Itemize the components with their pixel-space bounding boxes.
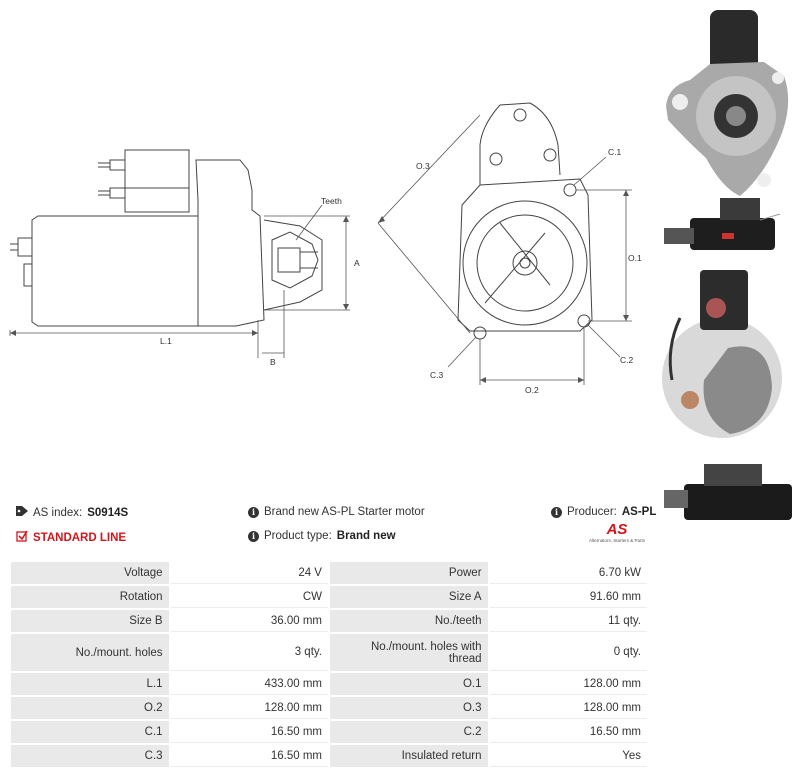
as-index-label: AS index: (33, 506, 83, 519)
spec-value: CW (170, 586, 328, 608)
spec-label: No./mount. holes with thread (329, 634, 488, 671)
dim-b-label: B (270, 357, 276, 367)
logo-text: AS (606, 521, 628, 538)
spec-label: No./mount. holes (11, 634, 169, 671)
spec-label: Insulated return (329, 745, 488, 767)
spec-label: L.1 (11, 673, 169, 695)
spec-value: 11 qty. (489, 610, 647, 632)
spec-label: C.1 (11, 721, 169, 743)
spec-value: Yes (489, 745, 647, 767)
spec-value: 433.00 mm (170, 673, 328, 695)
spec-value: 24 V (170, 562, 328, 584)
spec-label: O.1 (329, 673, 488, 695)
standard-line-row: STANDARD LINE (16, 530, 126, 545)
spec-label: O.3 (329, 697, 488, 719)
side-view-drawing: Teeth A B L.1 (9, 149, 360, 367)
spec-label: C.3 (11, 745, 169, 767)
info-icon: i (248, 506, 259, 518)
logo-tagline: Alternators, Starters & Parts (588, 538, 646, 543)
spec-value: 16.50 mm (170, 745, 328, 767)
photo-side-2 (664, 464, 792, 520)
as-index-value: S0914S (87, 506, 129, 519)
mounting-flange-outline (457, 178, 593, 332)
standard-line-label: STANDARD LINE (33, 531, 127, 544)
product-type-value: Brand new (336, 530, 396, 542)
spec-value: 36.00 mm (170, 610, 328, 632)
photo-side (664, 198, 781, 250)
spec-value: 128.00 mm (170, 697, 328, 719)
product-photos (662, 10, 792, 520)
dim-o3-label: O.3 (416, 161, 430, 171)
spec-label: O.2 (11, 697, 169, 719)
as-index-row: AS index: S0914S (16, 506, 128, 519)
spec-value: 3 qty. (170, 634, 328, 671)
spec-value: 16.50 mm (489, 721, 647, 743)
dim-c2-label: C.2 (620, 355, 634, 365)
checkbox-icon (16, 530, 28, 545)
spec-label: No./teeth (329, 610, 488, 632)
dim-l1-label: L.1 (160, 336, 172, 346)
teeth-label: Teeth (321, 196, 342, 206)
spec-label: Rotation (11, 586, 169, 608)
dim-c3-label: C.3 (430, 370, 444, 380)
spec-value: 0 qty. (489, 634, 647, 671)
product-type-row: i Product type: Brand new (248, 530, 396, 542)
dim-o2-label: O.2 (525, 385, 539, 395)
motor-body-outline (31, 159, 265, 327)
tag-icon (16, 506, 28, 519)
spec-value: 91.60 mm (489, 586, 647, 608)
spec-label: Size A (329, 586, 488, 608)
spec-value: 16.50 mm (170, 721, 328, 743)
dim-o1-label: O.1 (628, 253, 642, 263)
producer-row: i Producer: AS-PL (551, 506, 656, 518)
spec-label: C.2 (329, 721, 488, 743)
producer-label: Producer: (567, 506, 617, 518)
spec-value: 128.00 mm (489, 697, 647, 719)
as-pl-logo: AS Alternators, Starters & Parts (586, 521, 648, 544)
solenoid-outline (124, 149, 190, 213)
description-text: Brand new AS-PL Starter motor (264, 506, 425, 518)
solenoid-cap-outline (479, 102, 561, 185)
spec-label: Size B (11, 610, 169, 632)
info-icon: i (248, 530, 259, 542)
product-type-label: Product type: (264, 530, 332, 542)
info-icon: i (551, 506, 562, 518)
front-view-drawing: O.3 O.1 O.2 C.1 C.2 C.3 (377, 102, 642, 395)
dim-c1-label: C.1 (608, 147, 622, 157)
photo-front-flange (666, 10, 789, 196)
description-row: i Brand new AS-PL Starter motor (248, 506, 425, 518)
dim-a-label: A (354, 258, 360, 268)
spec-value: 128.00 mm (489, 673, 647, 695)
spec-label: Voltage (11, 562, 169, 584)
spec-label: Power (329, 562, 488, 584)
spec-value: 6.70 kW (489, 562, 647, 584)
photo-angled (662, 270, 782, 438)
producer-value: AS-PL (621, 506, 657, 518)
